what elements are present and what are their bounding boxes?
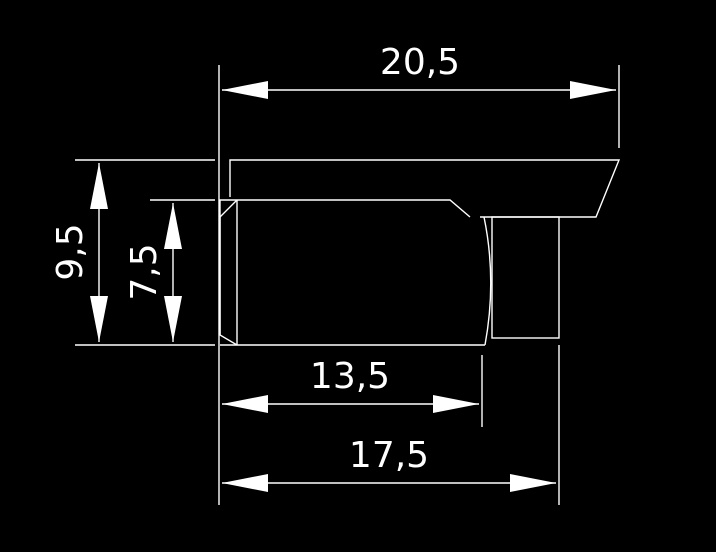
- arrow-up-icon: [164, 203, 182, 249]
- arrow-right-icon: [433, 395, 479, 413]
- dim-label-bottom-width: 17,5: [349, 435, 429, 476]
- dimension-outer-height: 9,5: [50, 163, 108, 342]
- arrow-left-icon: [222, 81, 268, 99]
- rect-boss: [491, 216, 560, 339]
- dimension-inner-height: 7,5: [124, 203, 182, 342]
- extension-lines: [75, 65, 620, 505]
- dimension-inner-width: 13,5: [222, 356, 479, 413]
- dim-label-outer-height: 9,5: [50, 223, 91, 280]
- dimension-top-width: 20,5: [222, 42, 616, 99]
- flange-outline: [229, 159, 621, 218]
- body-curved-end: [483, 216, 492, 346]
- arrow-right-icon: [510, 474, 556, 492]
- arrow-down-icon: [90, 296, 108, 342]
- arrow-left-icon: [222, 474, 268, 492]
- body-outline: [219, 199, 471, 335]
- part-outline: [219, 159, 621, 346]
- dim-label-inner-width: 13,5: [310, 356, 390, 397]
- dim-label-top-width: 20,5: [380, 42, 460, 83]
- dimension-bottom-width: 17,5: [222, 435, 556, 492]
- dim-label-inner-height: 7,5: [124, 243, 165, 300]
- left-chamfer: [219, 199, 238, 346]
- arrow-left-icon: [222, 395, 268, 413]
- arrow-right-icon: [570, 81, 616, 99]
- arrow-up-icon: [90, 163, 108, 209]
- arrow-down-icon: [164, 296, 182, 342]
